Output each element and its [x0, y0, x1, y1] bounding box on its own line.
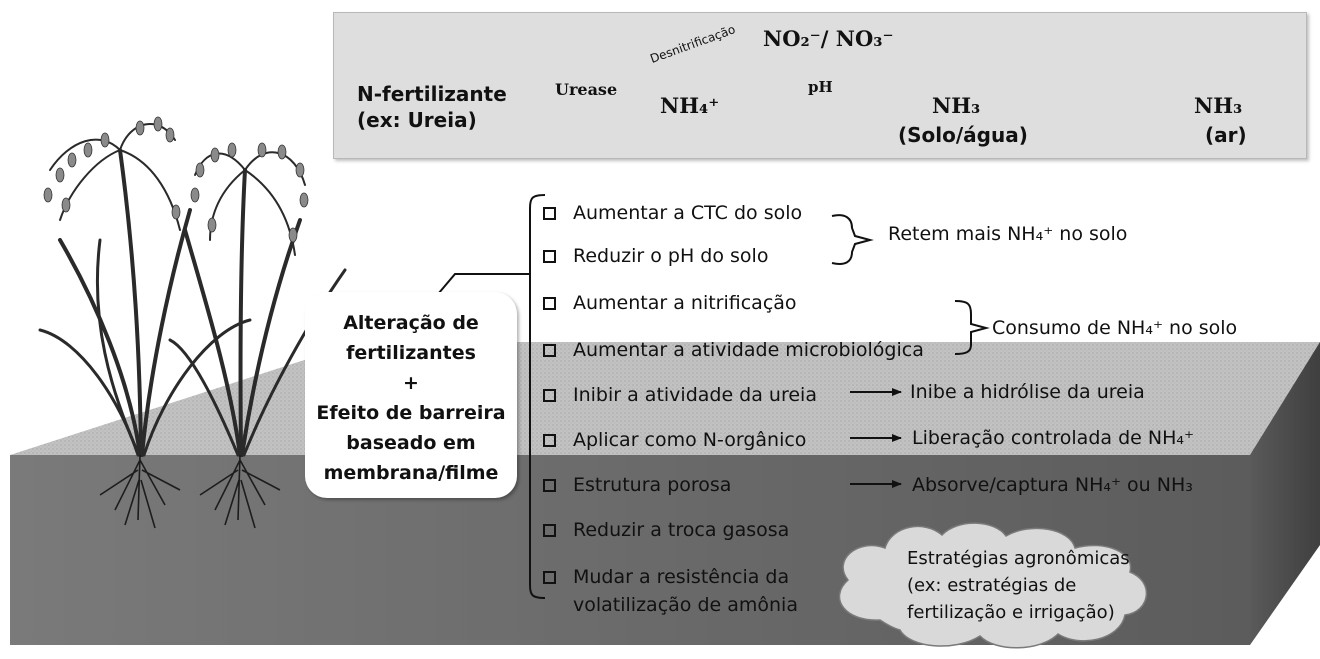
ammonia-air-phase: (ar) [1205, 123, 1247, 147]
strategy-item: Aplicar como N-orgânico [573, 429, 807, 451]
consumption-effect-label: Consumo de NH₄⁺ no solo [992, 317, 1238, 339]
checkbox-icon [543, 344, 556, 357]
fertilizer-example: (ex: Ureia) [357, 108, 477, 132]
strategy-item: Estrutura porosa [573, 474, 732, 496]
cloud-line2: (ex: estratégias de [907, 575, 1077, 596]
central-box-line5: baseado em [346, 432, 476, 454]
ammonia-soil-label: NH₃ [932, 93, 981, 118]
release-effect-label: Liberação controlada de NH₄⁺ [912, 427, 1195, 449]
nitrite-nitrate-label: NO₂⁻/ NO₃⁻ [763, 26, 894, 51]
checkbox-icon [543, 207, 556, 220]
retain-bracket [831, 214, 874, 265]
checkbox-icon [543, 434, 556, 447]
strategy-item: Inibir a atividade da ureia [573, 384, 817, 406]
central-box-line1: Alteração de [343, 312, 479, 334]
checkbox-icon [543, 389, 556, 402]
ammonia-air-label: NH₃ [1194, 93, 1243, 118]
central-box-line2: fertilizantes [346, 342, 476, 364]
ammonia-soil-phase: (Solo/água) [898, 123, 1028, 147]
checkbox-icon [543, 524, 556, 537]
urease-label: Urease [555, 80, 618, 99]
strategy-item: Aumentar a atividade microbiológica [573, 339, 924, 361]
rice-grain-icon [43, 116, 309, 243]
reaction-pathway-box [333, 12, 1307, 159]
cloud-line1: Estratégias agronômicas [907, 548, 1130, 569]
ph-label: pH [808, 78, 833, 96]
strategy-item: Mudar a resistência da [573, 566, 790, 588]
retain-effect-label: Retem mais NH₄⁺ no solo [888, 223, 1128, 245]
connector-line [432, 273, 530, 301]
strategy-item: Reduzir a troca gasosa [573, 519, 790, 541]
checkbox-icon [543, 297, 556, 310]
strategy-item-continued: volatilização de amônia [573, 594, 798, 616]
strategy-item: Aumentar a nitrificação [573, 292, 797, 314]
agronomic-cloud [838, 522, 1147, 649]
checkbox-icon [543, 250, 556, 263]
checkbox-icon [543, 479, 556, 492]
absorb-effect-label: Absorve/captura NH₄⁺ ou NH₃ [912, 474, 1193, 496]
cloud-line3: fertilização e irrigação) [907, 602, 1115, 623]
fertilizer-modification-box: Alteração de fertilizantes + Efeito de b… [305, 292, 517, 498]
central-box-line3: + [403, 372, 419, 394]
roots-icon [99, 454, 281, 529]
inhibit-effect-label: Inibe a hidrólise da ureia [910, 381, 1145, 403]
soil-side-face [1250, 342, 1320, 645]
fertilizer-label: N-fertilizante [357, 82, 507, 106]
ammonium-label: NH₄⁺ [660, 93, 720, 118]
central-box-line6: membrana/filme [323, 462, 499, 484]
checkbox-icon [543, 571, 556, 584]
strategy-bracket [529, 194, 546, 599]
strategy-item: Aumentar a CTC do solo [573, 202, 803, 224]
strategy-item: Reduzir o pH do solo [573, 245, 769, 267]
consumption-bracket [954, 300, 990, 355]
central-box-line4: Efeito de barreira [316, 402, 506, 424]
